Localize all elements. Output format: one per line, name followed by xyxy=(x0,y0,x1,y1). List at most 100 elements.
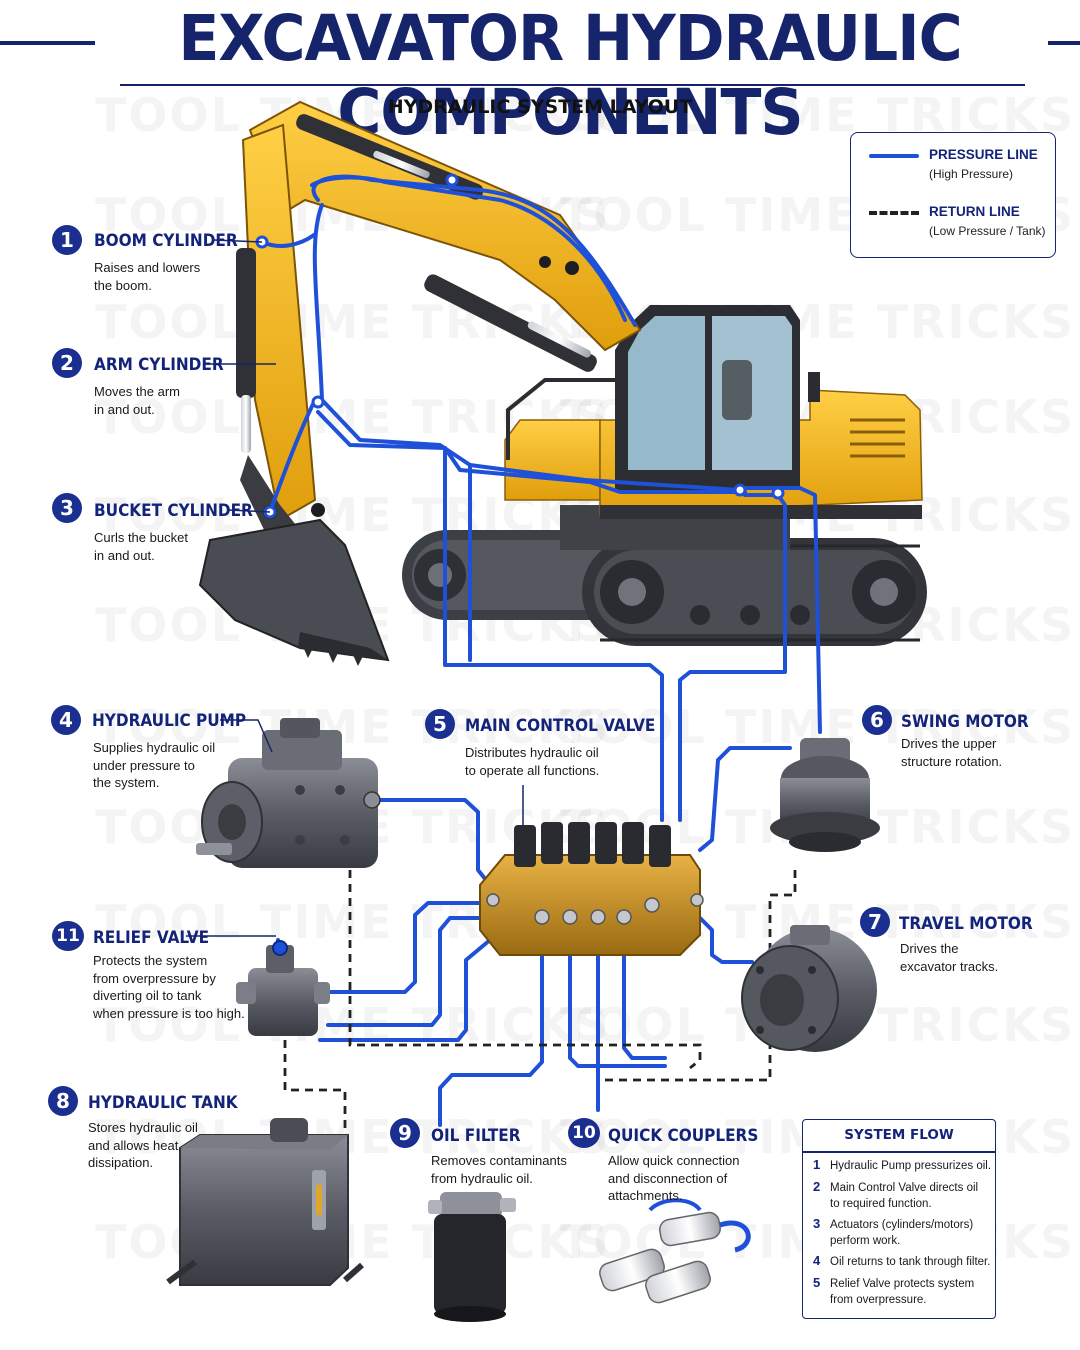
main-control-valve xyxy=(479,822,704,956)
desc-line: Supplies hydraulic oil xyxy=(93,740,216,755)
desc-line: to operate all functions. xyxy=(465,762,600,778)
component-desc-quick-couplers: Allow quick connection and disconnection… xyxy=(608,1152,740,1205)
hydraulic-tank xyxy=(166,1118,364,1286)
component-title-oil-filter: OIL FILTER xyxy=(431,1126,521,1146)
stick-cylinder xyxy=(236,248,256,453)
system-flow-title: SYSTEM FLOW xyxy=(844,1127,954,1143)
legend-return-sub: (Low Pressure / Tank) xyxy=(929,224,1046,238)
desc-line: from hydraulic oil. xyxy=(431,1170,533,1186)
component-title-arm-cylinder: ARM CYLINDER xyxy=(94,355,224,375)
component-number-5: 5 xyxy=(425,709,455,739)
leader-lines xyxy=(186,239,524,937)
component-number-3: 3 xyxy=(52,493,82,523)
flow-line: Oil returns to tank through filter. xyxy=(830,1256,991,1268)
flow-step-text: Relief Valve protects system from overpr… xyxy=(830,1276,992,1308)
component-title-boom-cylinder: BOOM CYLINDER xyxy=(94,231,238,251)
flow-step-text: Oil returns to tank through filter. xyxy=(830,1254,992,1270)
desc-line: Raises and lowers xyxy=(94,260,201,275)
hydraulic-pump xyxy=(196,718,381,868)
oil-filter xyxy=(428,1192,516,1322)
desc-line: and disconnection of xyxy=(608,1170,728,1186)
title-rule-left xyxy=(0,41,95,45)
desc-line: in and out. xyxy=(94,547,155,563)
desc-line: Protects the system xyxy=(93,953,208,968)
component-desc-oil-filter: Removes contaminants from hydraulic oil. xyxy=(431,1152,567,1187)
flow-step-number: 2 xyxy=(813,1179,821,1194)
component-desc-swing-motor: Drives the upper structure rotation. xyxy=(901,735,1002,770)
flow-line: Actuators (cylinders/motors) xyxy=(830,1219,974,1231)
component-desc-boom-cylinder: Raises and lowers the boom. xyxy=(94,259,200,294)
legend-pressure-sub: (High Pressure) xyxy=(929,167,1014,181)
desc-line: from overpressure by xyxy=(93,970,216,986)
component-number-4: 4 xyxy=(51,705,81,735)
component-title-quick-couplers: QUICK COUPLERS xyxy=(608,1126,759,1146)
page-title: EXCAVATOR HYDRAULIC COMPONENTS xyxy=(178,2,962,150)
desc-line: attachments. xyxy=(608,1188,683,1203)
flow-step-text: Main Control Valve directs oil to requir… xyxy=(830,1180,992,1212)
boom-cylinder xyxy=(424,274,597,372)
desc-line: in and out. xyxy=(94,401,155,417)
component-number-10: 10 xyxy=(568,1118,600,1148)
legend: PRESSURE LINE (High Pressure) RETURN LIN… xyxy=(850,132,1056,258)
flow-line: Hydraulic Pump pressurizes oil. xyxy=(830,1160,992,1172)
flow-step-text: Actuators (cylinders/motors) perform wor… xyxy=(830,1217,992,1249)
flow-line: Relief Valve protects system xyxy=(830,1278,975,1290)
component-title-hydraulic-pump: HYDRAULIC PUMP xyxy=(92,711,247,731)
desc-line: Moves the arm xyxy=(94,384,180,399)
desc-line: Drives the upper xyxy=(901,736,997,751)
relief-valve xyxy=(236,940,330,1036)
component-number-1: 1 xyxy=(52,225,82,255)
desc-line: diverting oil to tank xyxy=(93,988,202,1003)
component-title-swing-motor: SWING MOTOR xyxy=(901,712,1029,732)
bucket xyxy=(198,518,390,666)
flow-line: perform work. xyxy=(830,1235,901,1247)
component-desc-arm-cylinder: Moves the arm in and out. xyxy=(94,383,180,418)
title-underline xyxy=(120,84,1025,86)
return-line-swatch xyxy=(869,211,919,215)
component-number-11: 11 xyxy=(52,921,84,951)
desc-line: when pressure is too high. xyxy=(93,1005,245,1021)
component-title-travel-motor: TRAVEL MOTOR xyxy=(899,914,1033,934)
component-desc-hydraulic-tank: Stores hydraulic oil and allows heat dis… xyxy=(88,1119,198,1172)
desc-line: Stores hydraulic oil xyxy=(88,1120,198,1135)
legend-return-label: RETURN LINE xyxy=(929,204,1020,219)
pressure-lines xyxy=(260,174,822,822)
desc-line: the system. xyxy=(93,775,160,790)
component-number-8: 8 xyxy=(48,1086,78,1116)
flow-step-text: Hydraulic Pump pressurizes oil. xyxy=(830,1158,992,1174)
desc-line: under pressure to xyxy=(93,757,195,773)
flow-step-number: 4 xyxy=(813,1253,821,1268)
desc-line: Distributes hydraulic oil xyxy=(465,745,599,760)
component-title-main-control-valve: MAIN CONTROL VALVE xyxy=(465,716,656,736)
system-flow-box: SYSTEM FLOW 1 Hydraulic Pump pressurizes… xyxy=(802,1119,996,1319)
flow-line: to required function. xyxy=(830,1198,932,1210)
desc-line: Removes contaminants xyxy=(431,1153,567,1168)
track-front xyxy=(582,538,927,646)
return-lines xyxy=(283,870,797,1145)
component-desc-relief-valve: Protects the system from overpressure by… xyxy=(93,952,245,1022)
desc-line: Allow quick connection xyxy=(608,1153,740,1168)
component-title-bucket-cylinder: BUCKET CYLINDER xyxy=(94,501,253,521)
component-desc-main-control-valve: Distributes hydraulic oil to operate all… xyxy=(465,744,599,779)
system-flow-divider xyxy=(803,1151,995,1153)
component-number-2: 2 xyxy=(52,348,82,378)
quick-couplers xyxy=(599,1198,751,1304)
component-title-hydraulic-tank: HYDRAULIC TANK xyxy=(88,1093,238,1113)
desc-line: excavator tracks. xyxy=(900,958,999,974)
component-desc-travel-motor: Drives the excavator tracks. xyxy=(900,940,998,975)
legend-pressure-label: PRESSURE LINE xyxy=(929,147,1038,162)
component-desc-hydraulic-pump: Supplies hydraulic oil under pressure to… xyxy=(93,739,215,792)
component-number-7: 7 xyxy=(860,907,890,937)
desc-line: structure rotation. xyxy=(901,753,1003,769)
component-desc-bucket-cylinder: Curls the bucket in and out. xyxy=(94,529,188,564)
title-rule-right xyxy=(1048,41,1080,45)
component-title-relief-valve: RELIEF VALVE xyxy=(93,928,210,948)
desc-line: Curls the bucket xyxy=(94,530,188,545)
flow-step-number: 3 xyxy=(813,1216,821,1231)
component-number-6: 6 xyxy=(862,705,892,735)
desc-line: the boom. xyxy=(94,277,152,293)
swing-motor xyxy=(770,738,880,852)
pressure-line-swatch xyxy=(869,154,919,158)
